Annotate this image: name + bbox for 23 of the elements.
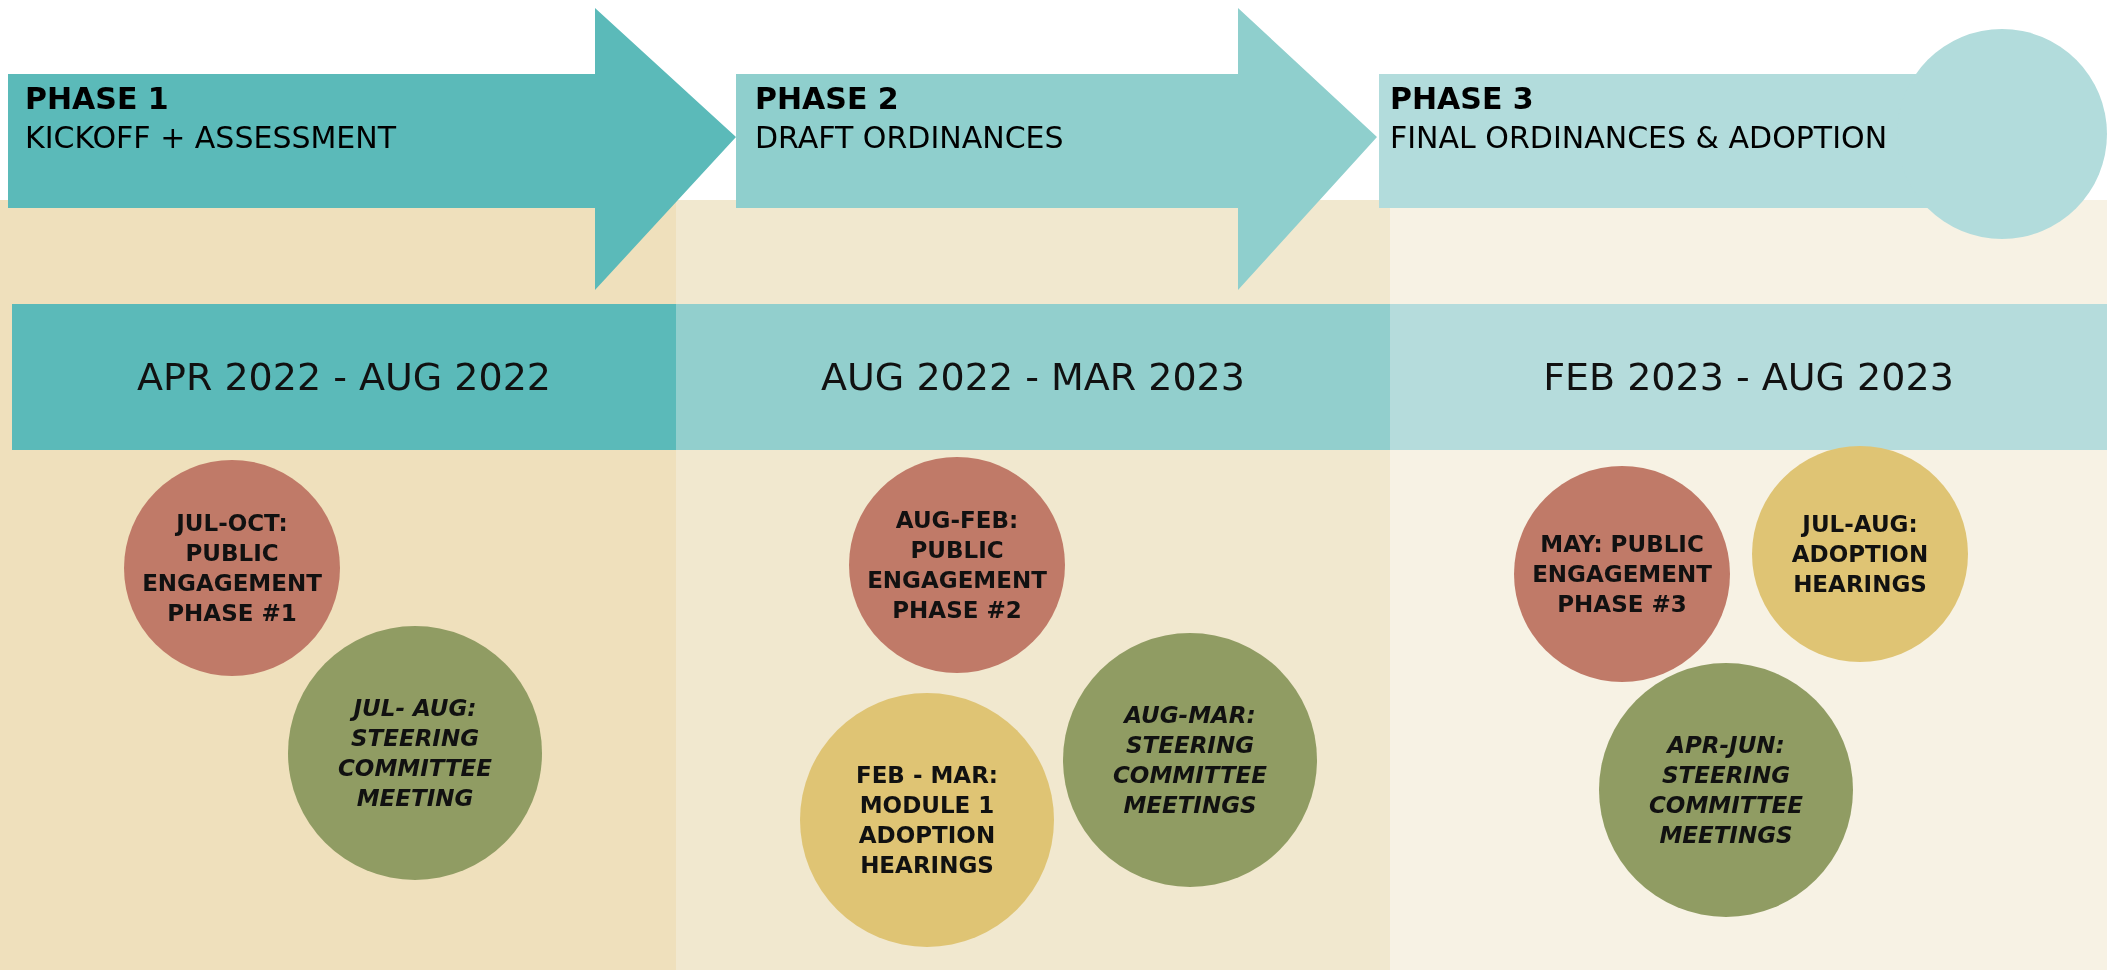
milestone-text: JUL-OCT: PUBLIC ENGAGEMENT PHASE #1	[141, 509, 323, 628]
phase-banner	[736, 8, 1377, 290]
milestone-text: FEB - MAR: MODULE 1 ADOPTION HEARINGS	[854, 761, 1000, 880]
date-range: APR 2022 - AUG 2022	[137, 355, 551, 399]
milestone-text: JUL-AUG: ADOPTION HEARINGS	[1790, 510, 1930, 599]
date-band	[1390, 304, 2107, 450]
milestone-text: JUL- AUG: STEERING COMMITTEE MEETING	[336, 694, 494, 813]
phase-number: PHASE 2	[755, 80, 900, 118]
date-band	[12, 304, 676, 450]
milestone-text: AUG-MAR: STEERING COMMITTEE MEETINGS	[1111, 701, 1269, 820]
milestone-text: MAY: PUBLIC ENGAGEMENT PHASE #3	[1531, 530, 1713, 619]
phase-title: FINAL ORDINANCES & ADOPTION	[1390, 119, 1888, 157]
date-range: FEB 2023 - AUG 2023	[1543, 355, 1954, 399]
phase-number: PHASE 1	[25, 80, 170, 118]
milestone-text: AUG-FEB: PUBLIC ENGAGEMENT PHASE #2	[866, 506, 1048, 625]
phase-number: PHASE 3	[1390, 80, 1535, 118]
phase-title: KICKOFF + ASSESSMENT	[25, 119, 397, 157]
phase-banner	[1379, 29, 2107, 239]
milestone-text: APR-JUN: STEERING COMMITTEE MEETINGS	[1647, 731, 1805, 850]
date-band	[676, 304, 1390, 450]
date-range: AUG 2022 - MAR 2023	[821, 355, 1245, 399]
phase-title: DRAFT ORDINANCES	[755, 119, 1064, 157]
phase-banner	[8, 8, 736, 290]
